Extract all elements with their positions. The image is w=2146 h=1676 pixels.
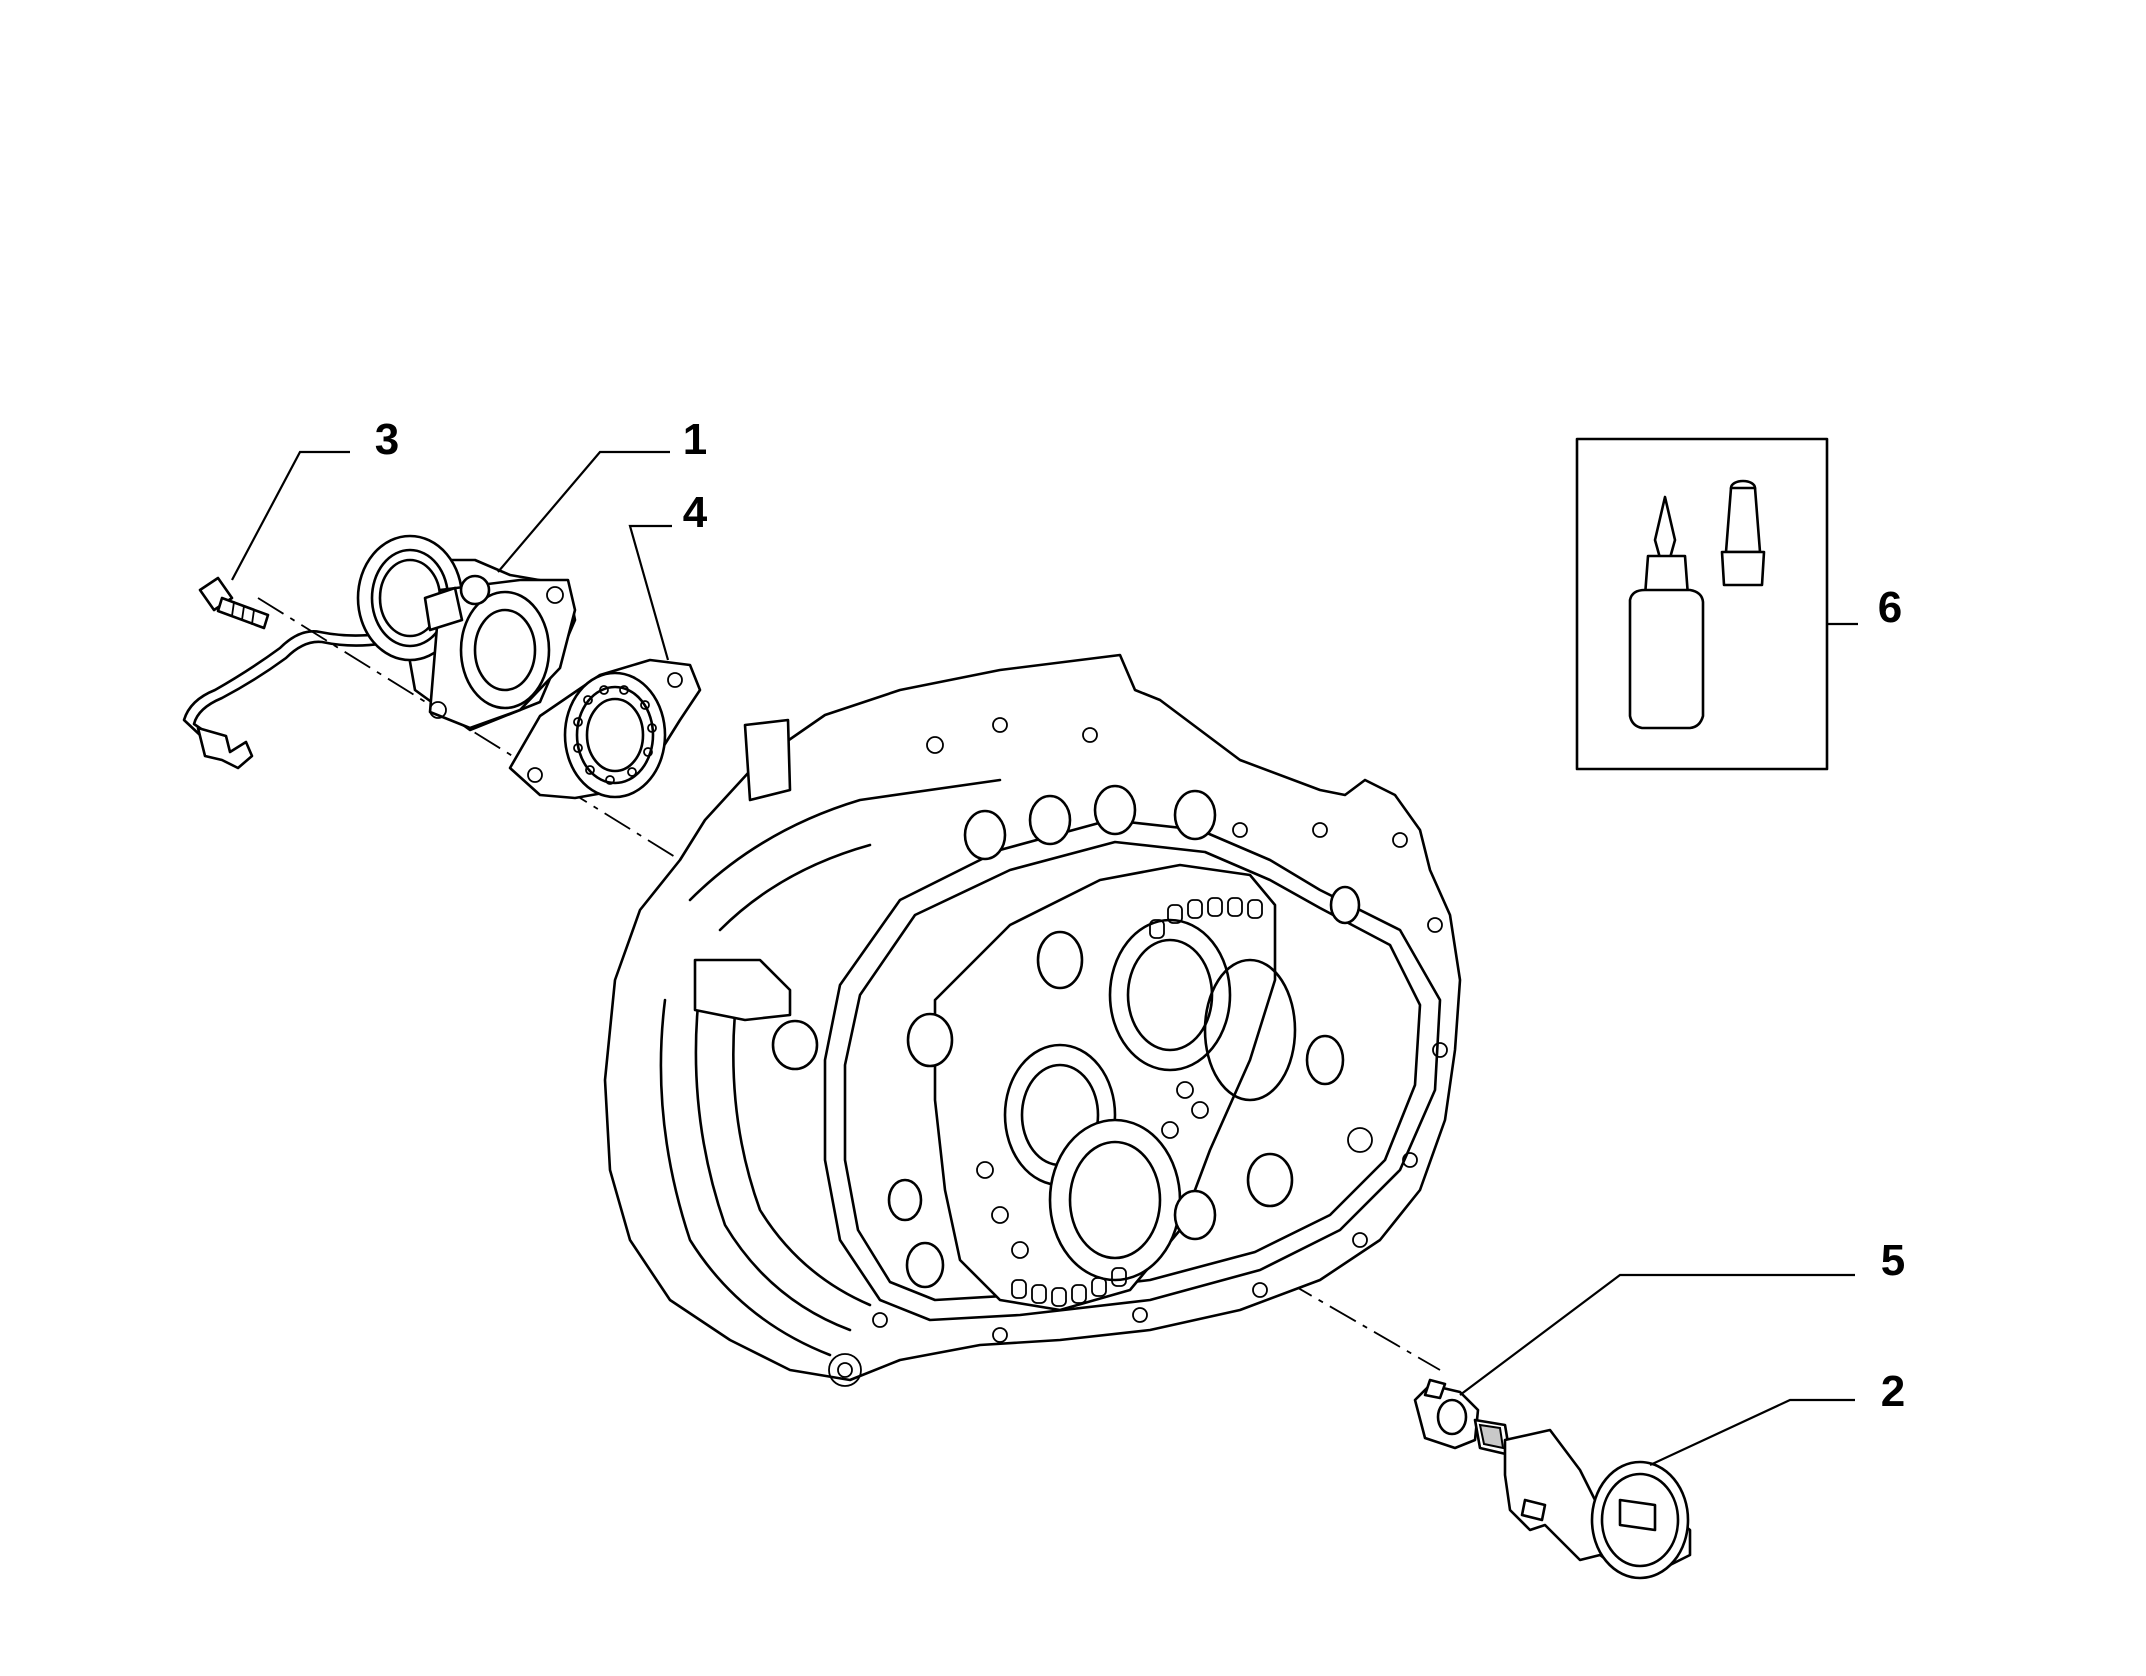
- housing-studs: [887, 784, 1361, 1289]
- hydraulic-pipe: [182, 628, 402, 770]
- callout-4: 4: [683, 488, 708, 537]
- part-5-bushing: [1413, 1378, 1480, 1450]
- callout-6: 6: [1878, 583, 1902, 632]
- callout-5: 5: [1881, 1236, 1905, 1285]
- part-1-clutch-release-bearing: [356, 534, 577, 732]
- part-4-bearing-plate: [508, 658, 702, 800]
- sealant-bottle-icon: [1628, 495, 1705, 730]
- rib-plate-holes: [976, 897, 1263, 1307]
- leader-lines: [231, 450, 1858, 1466]
- callout-1: 1: [683, 415, 707, 464]
- part-6-sealant-kit: [1575, 437, 1829, 771]
- gearbox-housing: [603, 653, 1462, 1387]
- callout-2: 2: [1881, 1367, 1905, 1416]
- bearing-balls: [573, 685, 657, 785]
- callout-3: 3: [375, 415, 399, 464]
- nozzle-cap-icon: [1720, 479, 1766, 587]
- part-2-bleed-valve: [1473, 1418, 1692, 1580]
- part-3-bolt: [198, 576, 270, 630]
